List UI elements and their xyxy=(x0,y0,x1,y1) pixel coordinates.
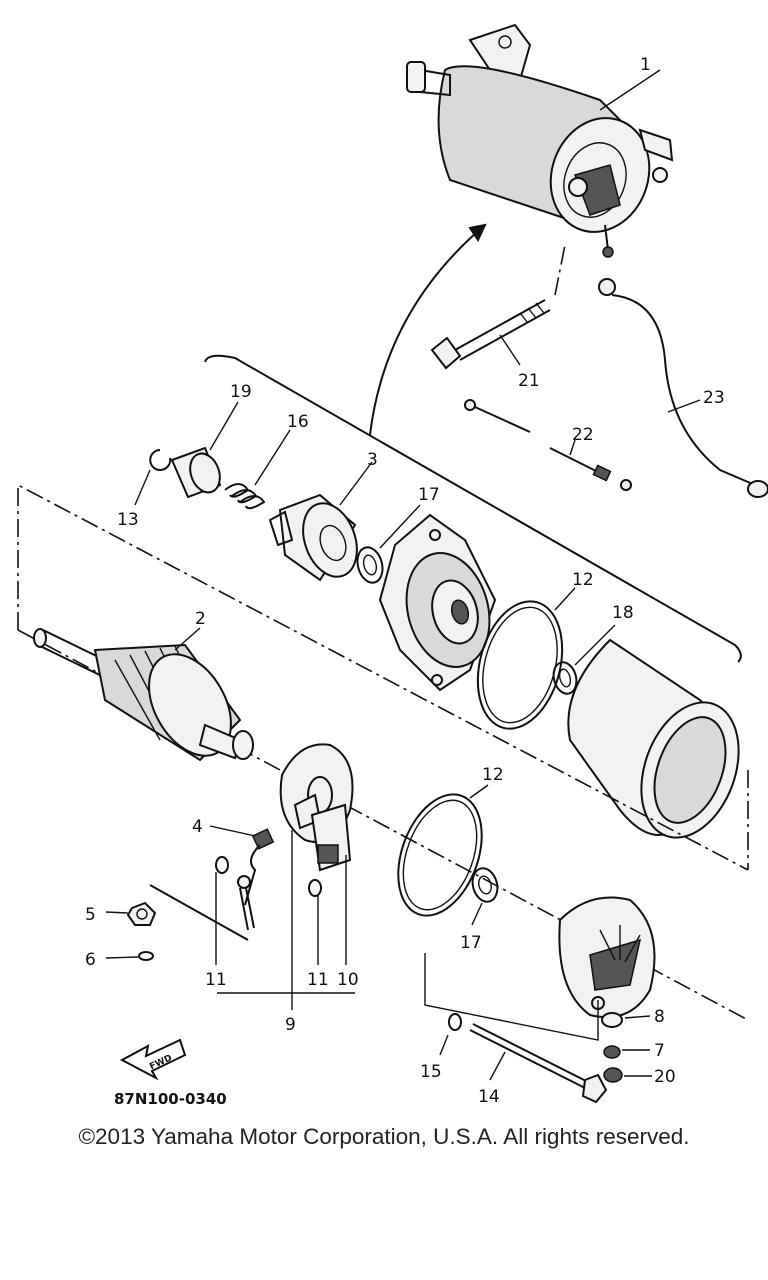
part-18-washer: 18 xyxy=(552,603,634,695)
fwd-arrow-icon: FWD xyxy=(119,1038,187,1081)
part-13-circlip: 13 xyxy=(117,449,172,530)
part-7-washer: 7 xyxy=(603,1041,665,1061)
callout-16: 16 xyxy=(287,412,309,432)
part-4-brush: 4 xyxy=(192,817,275,906)
callout-3: 3 xyxy=(367,450,378,470)
callout-9: 9 xyxy=(285,1015,296,1035)
lower-bracket xyxy=(424,953,599,1041)
callout-22: 22 xyxy=(572,425,594,445)
part-3-clutch: 3 xyxy=(268,450,378,582)
part-15-oring: 15 xyxy=(420,1013,462,1082)
part-20-nut: 20 xyxy=(603,1067,676,1087)
callout-4: 4 xyxy=(192,817,203,837)
callout-14: 14 xyxy=(478,1087,500,1107)
callout-7: 7 xyxy=(654,1041,665,1061)
callout-19: 19 xyxy=(230,382,252,402)
callout-12a: 12 xyxy=(572,570,594,590)
callout-1: 1 xyxy=(640,55,651,75)
lower-brush-leaders: 11 11 10 9 xyxy=(205,830,359,1035)
callout-8: 8 xyxy=(654,1007,665,1027)
callout-20: 20 xyxy=(654,1067,676,1087)
callout-17a: 17 xyxy=(418,485,440,505)
callout-23: 23 xyxy=(703,388,725,408)
copyright-notice: ©2013 Yamaha Motor Corporation, U.S.A. A… xyxy=(78,1124,690,1149)
part-12-oring-lower: 12 xyxy=(397,765,504,917)
callout-5: 5 xyxy=(85,905,96,925)
rear-cover xyxy=(558,896,656,1019)
part-2-armature: 2 xyxy=(33,609,254,762)
part-5-nut: 5 xyxy=(85,901,157,926)
brush-screws xyxy=(149,856,322,941)
part-14-through-bolt: 14 xyxy=(469,1023,608,1107)
callout-17b: 17 xyxy=(460,933,482,953)
callout-12b: 12 xyxy=(482,765,504,785)
part-19-collar: 19 xyxy=(170,382,252,499)
yoke-housing xyxy=(567,638,740,839)
callout-6: 6 xyxy=(85,950,96,970)
part-code: 87N100-0340 xyxy=(114,1090,227,1108)
assembly-arrow xyxy=(369,223,487,436)
starter-motor-exploded-diagram: 1 21 22 23 13 xyxy=(17,23,768,1108)
callout-2: 2 xyxy=(195,609,206,629)
part-12-oring-upper: 12 xyxy=(476,570,594,730)
part-6-washer: 6 xyxy=(85,950,154,970)
front-cover xyxy=(378,513,497,692)
part-17-washer-upper: 17 xyxy=(356,485,440,584)
callout-15: 15 xyxy=(420,1062,442,1082)
callout-21: 21 xyxy=(518,371,540,391)
part-23-cable: 23 xyxy=(598,278,768,498)
part-8-insulator: 8 xyxy=(601,1007,665,1028)
part-22-lead: 22 xyxy=(464,399,632,491)
part-21-bolt: 21 xyxy=(430,244,566,391)
upper-bracket-line xyxy=(204,354,742,663)
callout-11a: 11 xyxy=(205,970,227,990)
starter-motor-assembly: 1 xyxy=(406,23,674,258)
part-17-washer-lower: 17 xyxy=(460,867,499,953)
part-16-spring: 16 xyxy=(224,412,309,510)
callout-10: 10 xyxy=(337,970,359,990)
callout-13: 13 xyxy=(117,510,139,530)
callout-18: 18 xyxy=(612,603,634,623)
part-9-brush-holder xyxy=(279,743,354,872)
callout-11b: 11 xyxy=(307,970,329,990)
